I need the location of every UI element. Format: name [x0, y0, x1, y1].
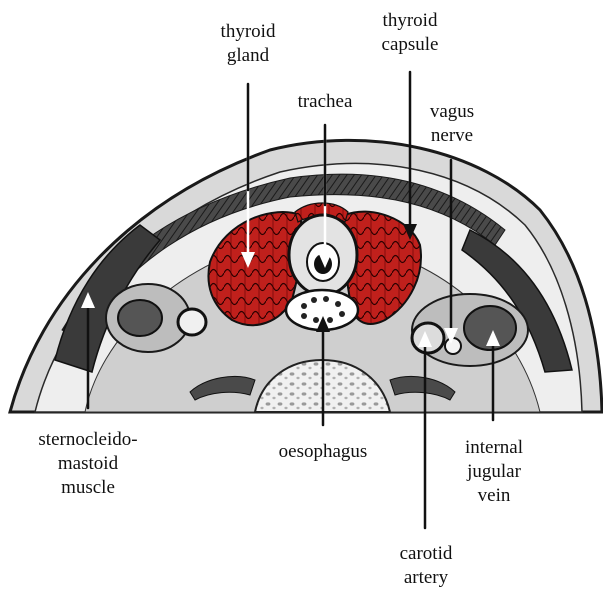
left-carotid-artery [178, 309, 206, 335]
label-internal-jugular-vein: internal jugular vein [465, 436, 523, 508]
label-thyroid-capsule: thyroid capsule [382, 9, 439, 57]
label-thyroid-gland: thyroid gland [221, 20, 276, 68]
label-trachea: trachea [298, 90, 353, 114]
label-carotid-artery: carotid artery [400, 542, 453, 590]
label-oesophagus: oesophagus [279, 440, 368, 464]
label-vagus-nerve: vagus nerve [430, 100, 474, 148]
left-internal-jugular-vein [118, 300, 162, 336]
label-sternocleidomastoid: sternocleido- mastoid muscle [38, 428, 137, 500]
right-vagus-nerve [445, 338, 461, 354]
